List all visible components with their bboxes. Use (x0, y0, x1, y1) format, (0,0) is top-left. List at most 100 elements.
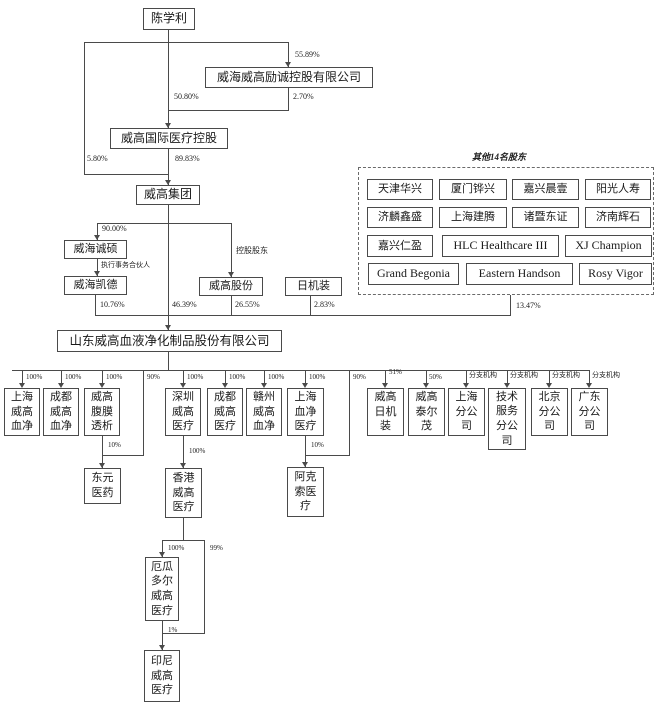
edge-label-chen-group: 5.80% (87, 154, 108, 163)
edge-label-shxjyl-akesuo: 10% (311, 441, 324, 449)
arrow-down-icon (159, 552, 165, 557)
node-shanghai-branch: 上海分公司 (448, 388, 485, 436)
connector-line (225, 370, 226, 385)
connector-line (466, 370, 467, 385)
connector-line (204, 540, 205, 633)
edge-label-group-main: 46.39% (172, 300, 197, 309)
node-chengdu-xuejing: 成都威高血净 (43, 388, 79, 436)
arrow-down-icon (180, 463, 186, 468)
node-hongkong-yiliao: 香港威高医疗 (165, 468, 202, 518)
node-fumo-touxi: 威高腹膜透析 (84, 388, 120, 436)
connector-line (310, 296, 311, 315)
connector-line (168, 205, 169, 330)
connector-line (549, 370, 550, 385)
edge-label-branch-4: 分支机构 (592, 371, 620, 379)
shareholder-jiaxing-renying: 嘉兴仁盈 (367, 235, 433, 257)
node-nikkiso: 日机装 (285, 277, 342, 296)
connector-line (305, 455, 350, 456)
edge-label-intl-group: 89.83% (175, 154, 200, 163)
shareholder-xj-champion: XJ Champion (565, 235, 652, 257)
edge-label-main-cdxuejing: 100% (65, 373, 82, 381)
node-dongyuan-yiyao: 东元医药 (84, 468, 121, 504)
edge-label-hk-ecuador: 100% (168, 544, 185, 552)
shareholder-grand-begonia: Grand Begonia (368, 263, 459, 285)
arrow-down-icon (423, 383, 429, 388)
shareholder-jinan-huishi: 济南辉石 (585, 207, 651, 228)
edge-label-licheng-intl: 2.70% (293, 92, 314, 101)
arrow-down-icon (165, 325, 171, 330)
connector-line (426, 370, 427, 385)
node-chengdu-yiliao: 成都威高医疗 (207, 388, 243, 436)
edge-label-main-shxjyl: 100% (309, 373, 326, 381)
node-weihai-kaide: 威海凯德 (64, 276, 127, 295)
arrow-down-icon (99, 383, 105, 388)
arrow-down-icon (302, 383, 308, 388)
connector-line (231, 223, 232, 277)
connector-line (143, 370, 144, 455)
edge-label-chen-intl: 50.80% (174, 92, 199, 101)
node-akesuo-yiliao: 阿克索医疗 (287, 467, 324, 517)
arrow-down-icon (94, 271, 100, 276)
node-shanghai-xuejing-yiliao: 上海血净医疗 (287, 388, 324, 436)
connector-line (97, 259, 98, 276)
connector-line (162, 633, 205, 634)
connector-line (264, 370, 265, 385)
connector-line (162, 540, 163, 557)
node-ecuador-yiliao: 厄瓜多尔威高医疗 (145, 557, 179, 621)
arrow-down-icon (222, 383, 228, 388)
edge-label-executive-partner: 执行事务合伙人 (101, 261, 150, 269)
arrow-down-icon (504, 383, 510, 388)
shareholder-rosy-vigor: Rosy Vigor (579, 263, 652, 285)
arrow-down-icon (463, 383, 469, 388)
shareholder-eastern-handson: Eastern Handson (466, 263, 573, 285)
edge-label-sz-hk: 100% (189, 447, 206, 455)
edge-label-branch-1: 分支机构 (469, 371, 497, 379)
arrow-down-icon (228, 272, 234, 277)
node-shanghai-xuejing: 上海威高血净 (4, 388, 40, 436)
edge-label-group-chengshuo: 90.00% (102, 224, 127, 233)
arrow-down-icon (302, 462, 308, 467)
connector-line (168, 30, 169, 128)
node-ganzhou-xuejing: 赣州威高血净 (246, 388, 282, 436)
edge-label-hk-indonesia: 99% (210, 544, 223, 552)
edge-label-branch-2: 分支机构 (510, 371, 538, 379)
arrow-down-icon (165, 180, 171, 185)
node-shenzhen-yiliao: 深圳威高医疗 (165, 388, 201, 436)
shareholder-jilin-xinsheng: 济麟鑫盛 (367, 207, 433, 228)
edge-label-branch-3: 分支机构 (552, 371, 580, 379)
shareholder-yangguang-renshou: 阳光人寿 (585, 179, 651, 200)
connector-line (84, 42, 289, 43)
arrow-down-icon (382, 383, 388, 388)
connector-line (102, 455, 144, 456)
node-intl-medical-holding: 威高国际医疗控股 (110, 128, 228, 149)
shareholder-xiamen-huaxing: 厦门铧兴 (439, 179, 507, 200)
edge-label-main-rijizhuang: 51% (389, 368, 402, 376)
connector-line (22, 370, 23, 385)
connector-line (102, 370, 103, 385)
connector-line (288, 42, 289, 67)
node-beijing-branch: 北京分公司 (531, 388, 568, 436)
node-weigao-rijizhuang: 威高日机装 (367, 388, 404, 436)
arrow-down-icon (285, 62, 291, 67)
connector-line (84, 42, 85, 174)
edge-label-ecuador-indonesia: 1% (168, 626, 178, 634)
shareholder-zhuji-dongzheng: 诸暨东证 (512, 207, 579, 228)
node-chen-xueli: 陈学利 (143, 8, 195, 30)
connector-line (12, 370, 590, 371)
edge-label-main-cdyiliao: 100% (229, 373, 246, 381)
node-weihai-chengshuo: 威海诚硕 (64, 240, 127, 259)
edge-label-fumo-dongyuan: 10% (108, 441, 121, 449)
edge-label-main-gzxuejing: 100% (268, 373, 285, 381)
connector-line (183, 436, 184, 468)
edge-label-main-akesuo: 90% (353, 373, 366, 381)
connector-line (97, 223, 232, 224)
edge-label-main-fumo: 100% (106, 373, 123, 381)
arrow-down-icon (19, 383, 25, 388)
edge-label-kaide-main: 10.76% (100, 300, 125, 309)
arrow-down-icon (99, 463, 105, 468)
edge-label-main-dongyuan: 90% (147, 373, 160, 381)
connector-line (84, 174, 169, 175)
edge-label-main-taierma: 50% (429, 373, 442, 381)
connector-line (385, 370, 386, 385)
